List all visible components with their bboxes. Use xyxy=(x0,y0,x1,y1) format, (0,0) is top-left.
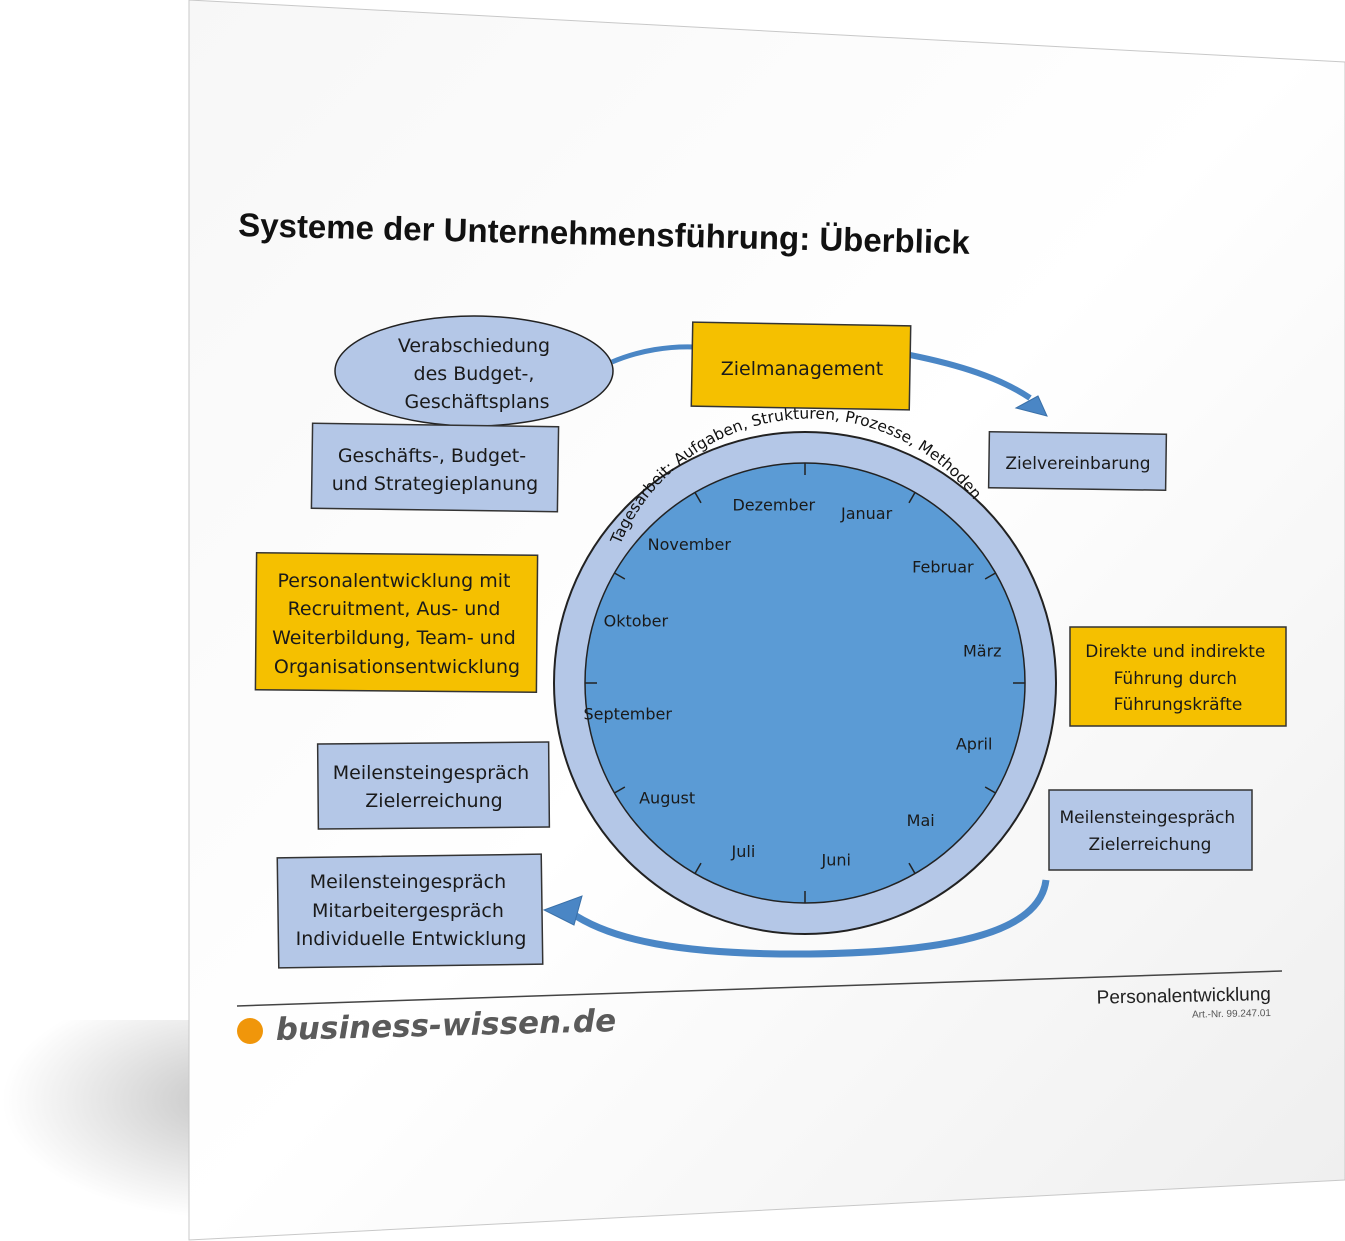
footer-article-no: Art.-Nr. 99.247.01 xyxy=(1192,1008,1272,1021)
month-label: Dezember xyxy=(732,496,815,515)
dial-tick xyxy=(694,862,702,874)
dial-tick xyxy=(614,572,626,580)
dial-tick xyxy=(984,572,996,580)
meilenstein-mitarbeiter-box xyxy=(276,853,544,969)
meilenstein-links-box xyxy=(316,741,551,830)
zielvereinbarung-box xyxy=(987,431,1168,492)
zielvereinbarung-label: Zielvereinbarung xyxy=(1005,454,1150,474)
month-label: Januar xyxy=(840,504,893,523)
month-label: Juli xyxy=(731,842,756,861)
dial-face xyxy=(584,462,1026,904)
bottom-cycle-arrow xyxy=(567,879,1050,958)
meilenstein-rechts-box xyxy=(1048,789,1253,871)
brand-dot xyxy=(237,1018,263,1044)
personalentwicklung-label: Personalentwicklung mit Recruitment, Aus… xyxy=(272,570,522,678)
month-label: März xyxy=(963,642,1002,661)
meilenstein-rechts-label: Meilensteingespräch Zielerreichung xyxy=(1059,808,1240,855)
arrow-head-right xyxy=(1014,395,1048,417)
dial-tick xyxy=(908,862,916,874)
dial-tick xyxy=(984,786,996,794)
geschaeftsplanung-box xyxy=(310,422,560,513)
personalentwicklung-box xyxy=(254,552,539,693)
month-label: Oktober xyxy=(604,611,669,630)
zielmanagement-label: Zielmanagement xyxy=(721,358,884,380)
zielmanagement-box xyxy=(690,321,912,411)
month-label: August xyxy=(639,789,695,808)
fuehrung-label: Direkte und indirekte Führung durch Führ… xyxy=(1085,642,1270,715)
month-label: Mai xyxy=(907,811,935,830)
dial-tick xyxy=(694,492,702,504)
meilenstein-mitarbeiter-label: Meilensteingespräch Mitarbeitergespräch … xyxy=(296,871,527,950)
verabschiedung-label: Verabschiedung des Budget-, Geschäftspla… xyxy=(398,335,556,413)
month-label: Juni xyxy=(821,850,851,869)
dial-ticks xyxy=(585,463,1025,903)
fuehrung-box xyxy=(1069,626,1287,727)
month-label: September xyxy=(584,704,673,723)
footer-category: Personalentwicklung xyxy=(1096,984,1271,1009)
meilenstein-links-label: Meilensteingespräch Zielerreichung xyxy=(333,762,535,812)
month-label: April xyxy=(956,735,993,754)
dial-tick xyxy=(908,492,916,504)
top-cycle-arrow xyxy=(611,344,696,365)
brand-logo: business-wissen.de xyxy=(275,1003,616,1048)
footer-divider xyxy=(236,970,1283,1007)
arrow-head-left xyxy=(542,895,583,926)
geschaeftsplanung-label: Geschäfts-, Budget- und Strategieplanung xyxy=(332,445,539,495)
top-cycle-arrow-head xyxy=(909,352,1032,401)
dial-tick xyxy=(614,786,626,794)
month-label: Februar xyxy=(912,557,974,576)
month-label: November xyxy=(648,535,732,554)
